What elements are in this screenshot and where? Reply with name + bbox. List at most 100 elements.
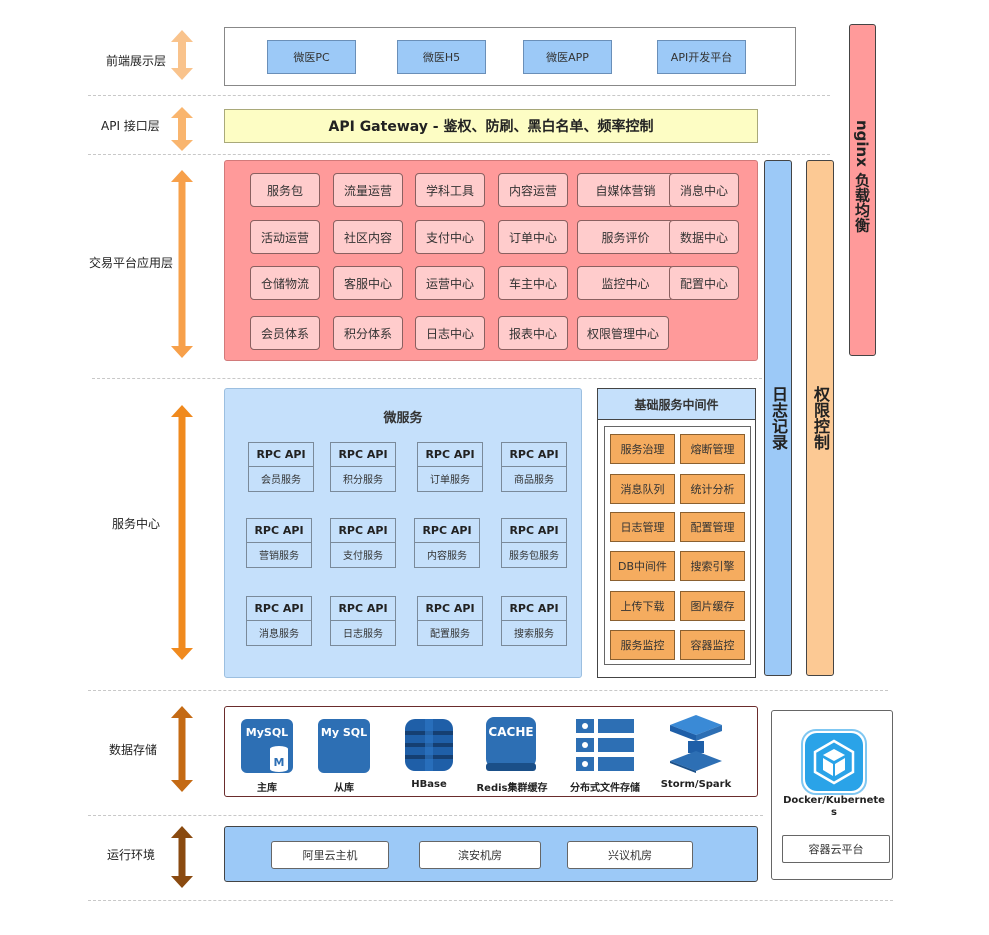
trade-module[interactable]: 客服中心 [333,266,403,300]
trade-module[interactable]: 会员体系 [250,316,320,350]
double-arrow-icon [171,170,193,358]
svg-text:My SQL: My SQL [321,726,367,739]
middleware-item[interactable]: 熔断管理 [680,434,745,464]
separator [88,154,830,155]
rpc-service-name: 服务包服务 [509,551,559,562]
rpc-service-name: 配置服务 [430,629,470,640]
container-cloud-button[interactable]: 容器云平台 [782,835,890,863]
nginx-bar[interactable]: nginx 负载均衡 [849,24,876,356]
hbase-icon [405,719,453,771]
middleware-item[interactable]: 配置管理 [680,512,745,542]
frontend-panel: 微医PC 微医H5 微医APP API开发平台 [224,27,796,86]
microservice-title: 微服务 [383,411,423,426]
rpc-service-name: 支付服务 [343,551,383,562]
mysql-master-icon: MySQL M [241,719,293,773]
trade-module[interactable]: 监控中心 [577,266,674,300]
middleware-item[interactable]: 统计分析 [680,474,745,504]
separator [88,690,888,691]
separator [88,900,893,901]
trade-module[interactable]: 权限管理中心 [577,316,669,350]
trade-module[interactable]: 配置中心 [669,266,739,300]
middleware-item[interactable]: 服务监控 [610,630,675,660]
rpc-api-label: RPC API [247,597,311,621]
trade-platform-panel: 服务包流量运营学科工具内容运营自媒体营销消息中心活动运营社区内容支付中心订单中心… [224,160,758,361]
middleware-title: 基础服务中间件 [598,389,755,420]
middleware-item[interactable]: 搜索引擎 [680,551,745,581]
trade-module[interactable]: 消息中心 [669,173,739,207]
trade-module[interactable]: 报表中心 [498,316,568,350]
rpc-card[interactable]: RPC API 服务包服务 [501,518,567,568]
trade-module[interactable]: 社区内容 [333,220,403,254]
rpc-service-name: 搜索服务 [514,629,554,640]
rpc-service-name: 营销服务 [259,551,299,562]
layer-label-runtime: 运行环境 [107,848,156,862]
frontend-item[interactable]: 微医PC [267,40,356,74]
trade-module[interactable]: 积分体系 [333,316,403,350]
rpc-service-name: 内容服务 [427,551,467,562]
rpc-api-label: RPC API [247,519,311,543]
svg-text:M: M [274,756,285,769]
trade-module[interactable]: 车主中心 [498,266,568,300]
middleware-item[interactable]: DB中间件 [610,551,675,581]
trade-module[interactable]: 内容运营 [498,173,568,207]
layer-label-storage: 数据存储 [109,743,158,757]
trade-module[interactable]: 服务评价 [577,220,674,254]
middleware-item[interactable]: 服务治理 [610,434,675,464]
cache-icon: CACHE [486,717,536,771]
trade-module[interactable]: 支付中心 [415,220,485,254]
double-arrow-icon [171,826,193,888]
rpc-card[interactable]: RPC API 营销服务 [246,518,312,568]
trade-module[interactable]: 日志中心 [415,316,485,350]
middleware-item[interactable]: 消息队列 [610,474,675,504]
trade-module[interactable]: 订单中心 [498,220,568,254]
trade-module[interactable]: 数据中心 [669,220,739,254]
double-arrow-icon [171,706,193,792]
double-arrow-icon [171,405,193,660]
trade-module[interactable]: 活动运营 [250,220,320,254]
trade-module[interactable]: 运营中心 [415,266,485,300]
rpc-service-name: 日志服务 [343,629,383,640]
layer-label-service: 服务中心 [112,517,161,531]
api-gateway[interactable]: API Gateway - 鉴权、防刷、黑白名单、频率控制 [224,109,758,143]
trade-module[interactable]: 自媒体营销 [577,173,674,207]
middleware-item[interactable]: 日志管理 [610,512,675,542]
trade-module[interactable]: 学科工具 [415,173,485,207]
svg-text:MySQL: MySQL [246,726,288,739]
runtime-item[interactable]: 阿里云主机 [271,841,389,869]
middleware-item[interactable]: 上传下载 [610,591,675,621]
svg-text:CACHE: CACHE [488,725,533,739]
middleware-item[interactable]: 图片缓存 [680,591,745,621]
frontend-item[interactable]: 微医H5 [397,40,486,74]
log-bar[interactable]: 日志记录 [764,160,792,676]
runtime-item[interactable]: 兴议机房 [567,841,693,869]
auth-bar[interactable]: 权限控制 [806,160,834,676]
rpc-service-name: 积分服务 [343,475,383,486]
storage-label: 从库 [334,783,354,794]
separator [88,815,763,816]
frontend-item[interactable]: API开发平台 [657,40,746,74]
rpc-api-label: RPC API [249,443,313,467]
rpc-service-name: 商品服务 [514,475,554,486]
mysql-slave-icon: My SQL [318,719,370,773]
middleware-item[interactable]: 容器监控 [680,630,745,660]
storage-panel: MySQL M 主库 My SQL 从库 HBase CACHE Redis集群… [224,706,758,797]
trade-module[interactable]: 服务包 [250,173,320,207]
rpc-api-label: RPC API [502,519,566,543]
frontend-item[interactable]: 微医APP [523,40,612,74]
runtime-item[interactable]: 滨安机房 [419,841,541,869]
trade-module[interactable]: 仓储物流 [250,266,320,300]
layer-label-trade: 交易平台应用层 [89,256,174,270]
trade-module[interactable]: 流量运营 [333,173,403,207]
